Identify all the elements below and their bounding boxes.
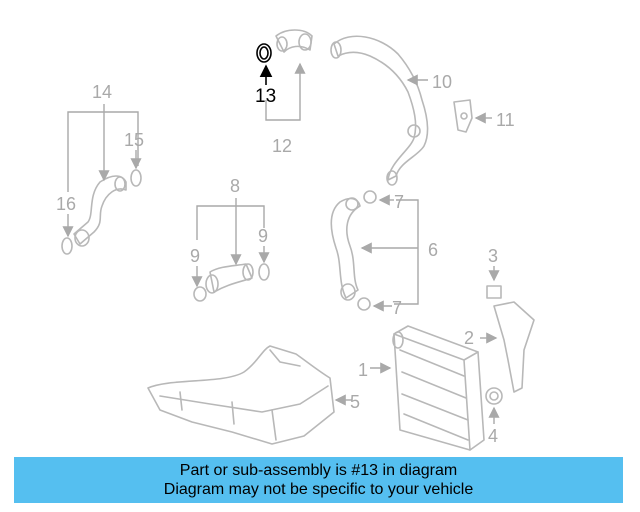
callout-7-top: 7 bbox=[394, 192, 404, 212]
part-2-bracket[interactable]: 2 bbox=[464, 301, 535, 393]
callout-5: 5 bbox=[350, 392, 360, 412]
callout-8: 8 bbox=[230, 176, 240, 196]
part-15-o-ring[interactable]: 15 bbox=[124, 130, 144, 187]
callout-6: 6 bbox=[428, 240, 438, 260]
part-8-hose[interactable]: 8 bbox=[196, 176, 265, 294]
callout-15: 15 bbox=[124, 130, 144, 150]
callout-9-left: 9 bbox=[190, 246, 200, 266]
callout-3: 3 bbox=[488, 246, 498, 266]
part-9-o-ring-right[interactable]: 9 bbox=[258, 226, 270, 281]
callout-4: 4 bbox=[488, 426, 498, 446]
callout-11: 11 bbox=[496, 110, 515, 130]
part-10-intake-pipe[interactable]: 10 bbox=[330, 35, 452, 186]
info-banner: Part or sub-assembly is #13 in diagram D… bbox=[14, 457, 623, 503]
part-16-o-ring[interactable]: 16 bbox=[56, 194, 76, 255]
part-3-bushing[interactable]: 3 bbox=[486, 246, 502, 299]
part-9-o-ring-left[interactable]: 9 bbox=[190, 246, 207, 302]
part-12-hose[interactable]: 12 bbox=[265, 29, 313, 156]
callout-13: 13 bbox=[255, 86, 276, 107]
callout-14: 14 bbox=[92, 82, 112, 102]
part-7-o-ring-top[interactable]: 7 bbox=[363, 190, 404, 212]
callout-16: 16 bbox=[56, 194, 76, 214]
callout-2: 2 bbox=[464, 328, 474, 348]
callout-12: 12 bbox=[272, 136, 292, 156]
part-6-hose[interactable]: 6 bbox=[330, 197, 438, 305]
part-7-o-ring-bottom[interactable]: 7 bbox=[357, 297, 402, 318]
part-5-air-duct[interactable]: 5 bbox=[147, 345, 360, 445]
part-4-nut[interactable]: 4 bbox=[485, 387, 503, 446]
banner-line-2: Diagram may not be specific to your vehi… bbox=[163, 481, 474, 498]
callout-7-bottom: 7 bbox=[392, 298, 402, 318]
banner-line-1: Part or sub-assembly is #13 in diagram bbox=[179, 462, 458, 479]
callout-9-right: 9 bbox=[258, 226, 268, 246]
callout-1: 1 bbox=[358, 360, 368, 380]
part-1-intercooler[interactable]: 1 bbox=[358, 325, 485, 451]
part-13-o-ring[interactable]: 13 bbox=[255, 43, 276, 107]
part-14-hose[interactable]: 14 bbox=[67, 82, 139, 247]
part-11-sensor[interactable]: 11 bbox=[453, 99, 515, 133]
callout-10: 10 bbox=[432, 72, 452, 92]
